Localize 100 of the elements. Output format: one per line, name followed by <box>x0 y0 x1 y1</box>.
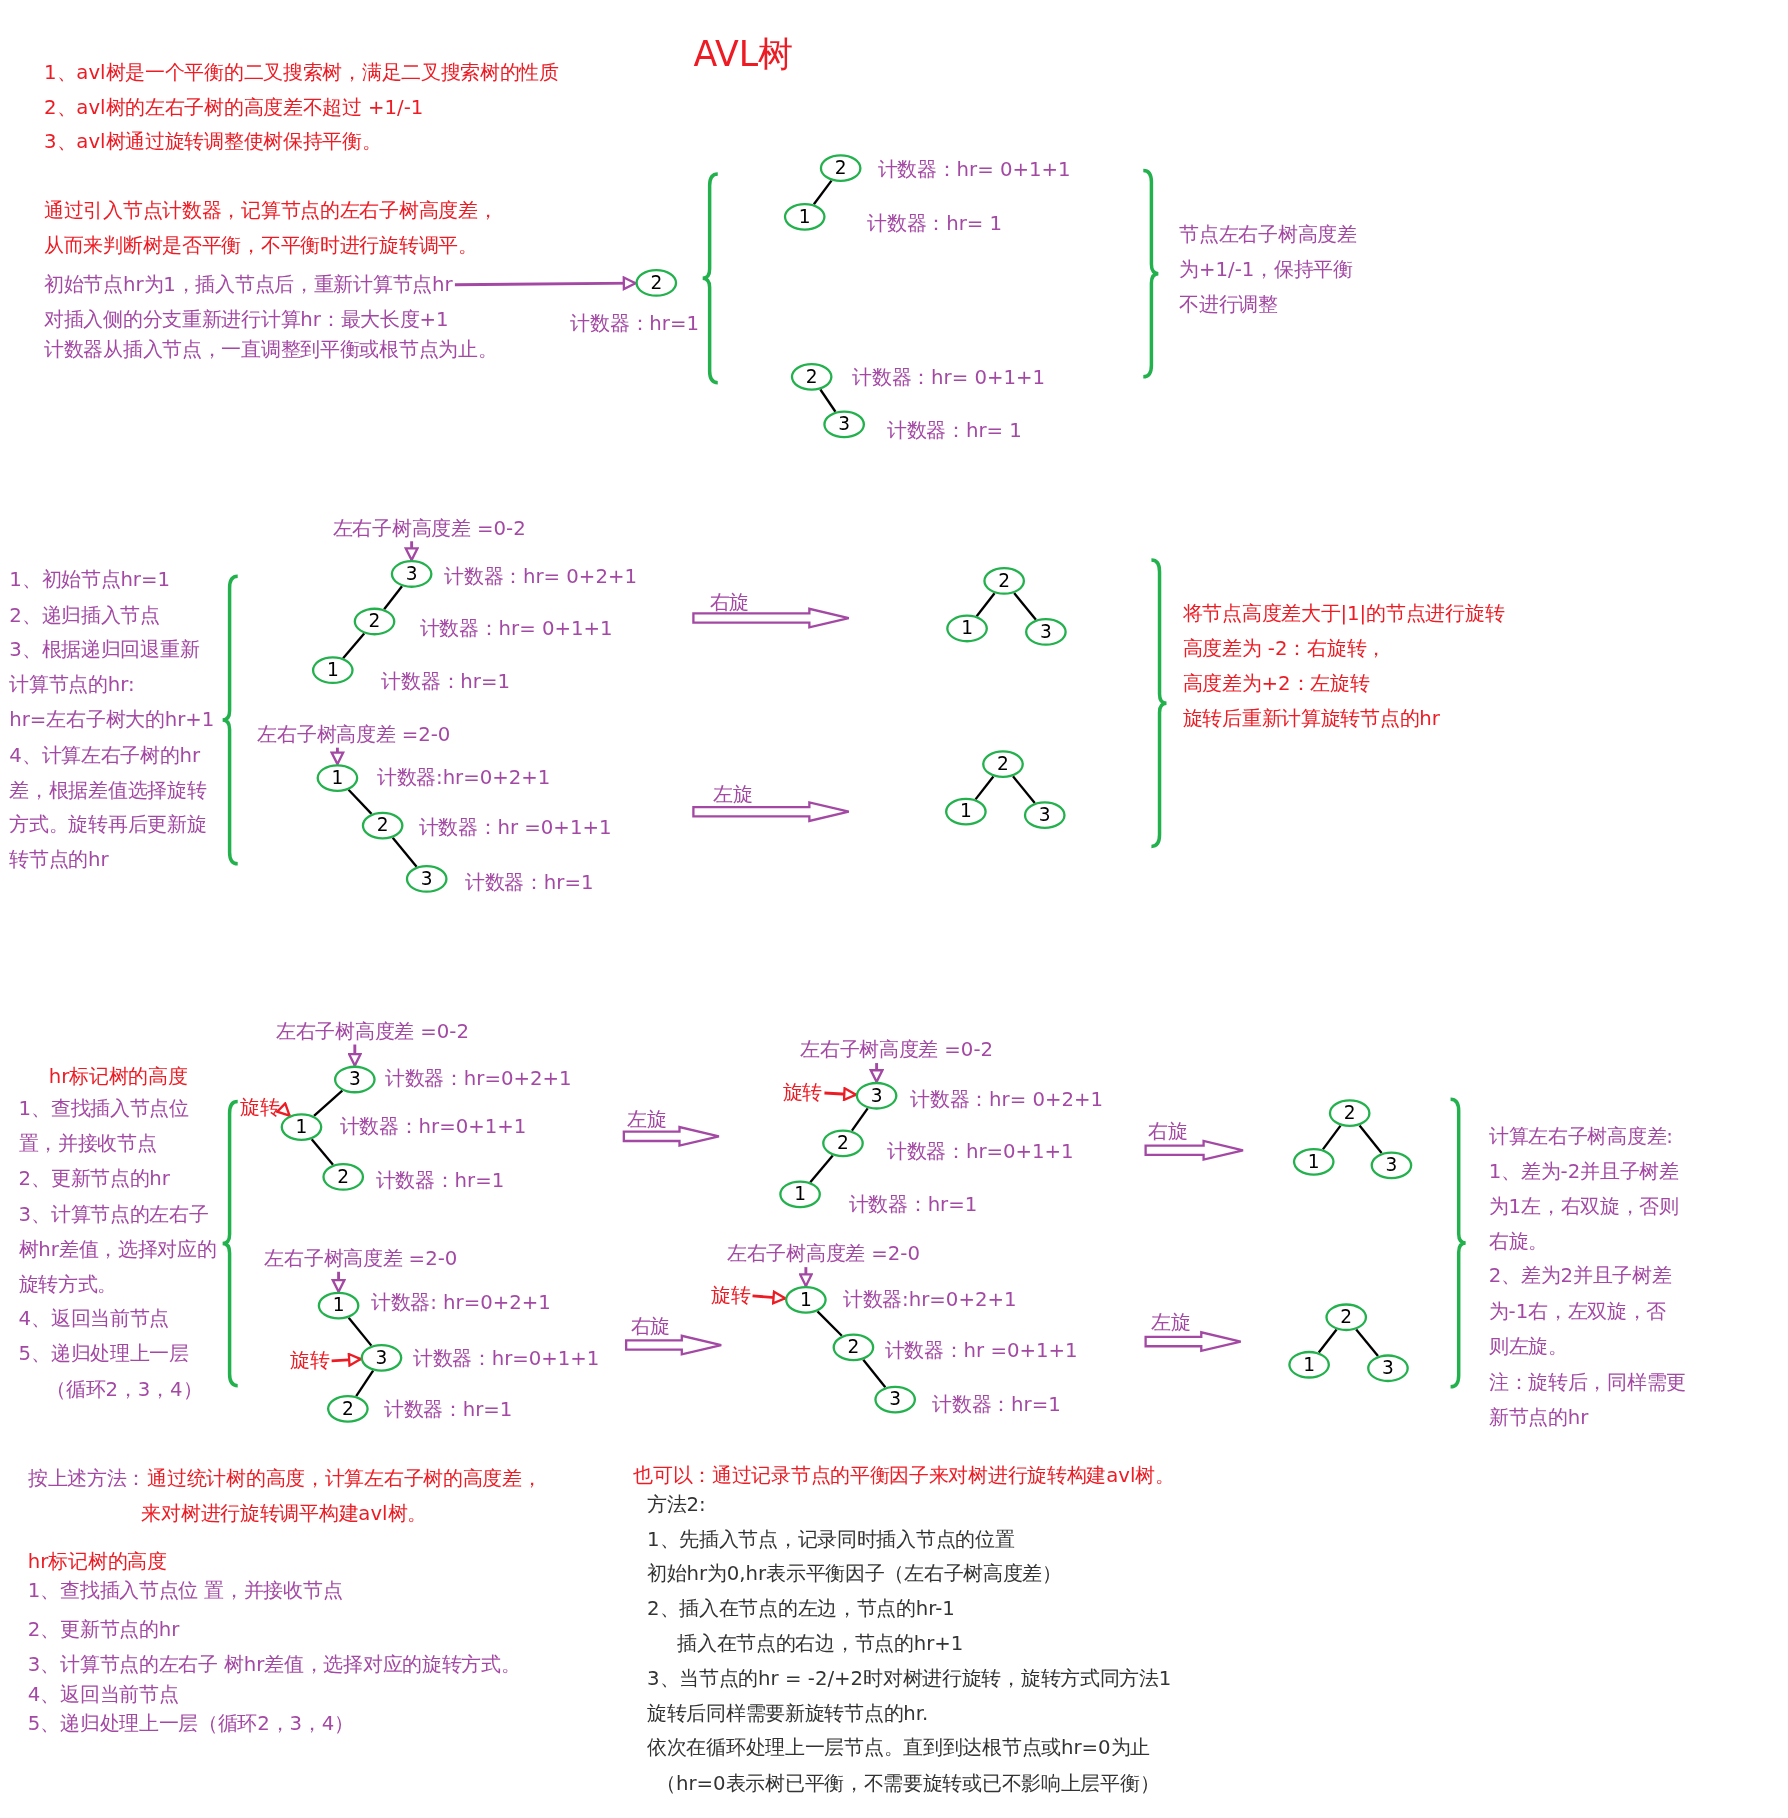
counter-label: 计数器：hr =0+1+1 <box>884 1338 1078 1363</box>
tree-node-circle: 3 <box>390 560 433 588</box>
note-text: 高度差为+2：左旋转 <box>1182 671 1370 696</box>
tree-edge <box>809 1154 834 1183</box>
counter-label: 计数器：hr=1 <box>375 1169 505 1193</box>
tree-edge <box>313 1089 344 1117</box>
tree-node-circle: 3 <box>1370 1151 1413 1180</box>
note-text: 3、根据递归回退重新 <box>9 638 200 662</box>
rotation-label: 右旋 <box>630 1315 671 1340</box>
note-text: 2、递归插入节点 <box>9 603 160 628</box>
note-text: 1、avl树是一个平衡的二叉搜索树，满足二叉搜索树的性质 <box>44 60 559 85</box>
note-text: hr标记树的高度 <box>48 1065 188 1089</box>
arrow <box>331 1352 362 1367</box>
tree-node-circle: 2 <box>982 750 1024 779</box>
tree-node-circle: 1 <box>945 797 987 826</box>
tree-edge <box>850 1107 869 1132</box>
tree-node-circle: 3 <box>1367 1354 1409 1383</box>
counter-label: 计数器:hr=0+2+1 <box>843 1287 1017 1312</box>
note-text: 为-1右，左双旋，否 <box>1488 1300 1667 1324</box>
note-text: 旋转后同样需要新旋转节点的hr. <box>647 1701 929 1726</box>
note-text: 4、返回当前节点 <box>18 1307 170 1331</box>
note-text: 计算左右子树高度差: <box>1488 1125 1673 1149</box>
note-text: 2、avl树的左右子树的高度差不超过 +1/-1 <box>44 95 424 120</box>
tree-edge <box>812 179 833 205</box>
tree-node-circle: 1 <box>311 656 354 685</box>
note-text: 计算节点的hr: <box>9 673 135 697</box>
tree-node-circle: 1 <box>316 764 359 792</box>
counter-label: 计数器：hr =0+1+1 <box>418 815 612 840</box>
tree-node-circle: 2 <box>635 269 678 297</box>
rotation-label: 右旋 <box>1147 1119 1188 1144</box>
tree-node-circle: 2 <box>983 567 1026 595</box>
note-text: 通过统计树的高度，计算左右子树的高度差， <box>147 1467 542 1491</box>
arrow <box>404 541 419 562</box>
note-text: （hr=0表示树已平衡，不需要旋转或已不影响上层平衡） <box>656 1772 1160 1796</box>
note-text: 1、查找插入节点位 <box>18 1097 189 1122</box>
note-text: 则左旋。 <box>1488 1335 1568 1359</box>
tree-node-circle: 3 <box>405 865 448 893</box>
arrow <box>824 1087 857 1101</box>
note-text: 不进行调整 <box>1179 292 1278 317</box>
counter-label: 计数器：hr=1 <box>383 1397 513 1422</box>
tree-node-circle: 1 <box>779 1180 821 1209</box>
note-text: 3、当节点的hr = -2/+2时对树进行旋转，旋转方式同方法1 <box>647 1666 1172 1691</box>
tree-node-circle: 1 <box>946 614 988 643</box>
tree-edge <box>347 788 373 815</box>
note-text: 4、返回当前节点 <box>27 1683 179 1707</box>
note-text: 2、差为2并且子树差 <box>1488 1264 1672 1289</box>
rotate-label: 旋转 <box>289 1349 330 1373</box>
tree-edge <box>391 837 418 868</box>
rotate-label: 旋转 <box>782 1081 823 1105</box>
counter-label: 计数器：hr=1 <box>464 871 594 895</box>
note-text: （循环2，3，4） <box>46 1378 203 1402</box>
tree-node-circle: 3 <box>823 410 865 439</box>
rotation-label: 左旋 <box>627 1107 667 1132</box>
note-text: 为+1/-1，保持平衡 <box>1179 257 1353 282</box>
tree-node-circle: 2 <box>322 1163 365 1191</box>
note-text: 右旋。 <box>1488 1229 1548 1254</box>
counter-label: 计数器：hr=1 <box>848 1192 978 1217</box>
tree-edge <box>1321 1124 1342 1151</box>
title: AVL树 <box>693 34 793 76</box>
note-text: 也可以：通过记录节点的平衡因子来对树进行旋转构建avl树。 <box>633 1463 1175 1488</box>
tree-node-circle: 3 <box>360 1343 403 1372</box>
note-text: 初始节点hr为1，插入节点后，重新计算节点hr <box>44 273 453 297</box>
rotation-label: 右旋 <box>709 590 750 615</box>
counter-label: 计数器：hr=1 <box>570 312 699 337</box>
rotation-label: 左旋 <box>713 783 753 807</box>
note-text: 左右子树高度差 =0-2 <box>332 516 526 541</box>
tree-node-circle: 2 <box>327 1394 369 1423</box>
arrow <box>798 1267 813 1288</box>
counter-label: 计数器：hr= 0+1+1 <box>877 158 1071 182</box>
arrow <box>331 1271 346 1293</box>
tree-edge <box>862 1358 887 1388</box>
note-text: 左右子树高度差 =2-0 <box>727 1242 920 1267</box>
note-text: hr=左右子树大的hr+1 <box>9 707 215 732</box>
arrow <box>330 747 345 766</box>
rotate-label: 旋转 <box>710 1284 751 1308</box>
tree-edge <box>1013 592 1037 621</box>
tree-edge <box>342 632 366 659</box>
tree-node-circle: 1 <box>783 202 826 231</box>
counter-label: 计数器：hr= 0+2+1 <box>444 565 637 589</box>
tree-node-circle: 1 <box>1292 1147 1335 1176</box>
counter-label: 计数器：hr=1 <box>932 1393 1061 1417</box>
note-text: 转节点的hr <box>9 848 109 872</box>
tree-node-circle: 1 <box>317 1291 360 1320</box>
tree-node-circle: 2 <box>1328 1099 1371 1128</box>
note-text: 插入在节点的右边，节点的hr+1 <box>677 1632 964 1656</box>
note-text: 节点左右子树高度差 <box>1179 223 1357 247</box>
note-text: 为1左，右双旋，否则 <box>1488 1194 1679 1219</box>
tree-edge <box>355 1369 375 1397</box>
note-text: 2、插入在节点的左边，节点的hr-1 <box>647 1597 955 1621</box>
arrow <box>276 1102 291 1117</box>
tree-edge <box>975 592 996 617</box>
note-text: 方法2: <box>647 1492 706 1517</box>
note-text: 左右子树高度差 =0-2 <box>800 1038 994 1062</box>
tree-edge <box>816 1310 843 1337</box>
note-text: 从而来判断树是否平衡，不平衡时进行旋转调平。 <box>44 233 478 258</box>
arrow <box>869 1063 884 1083</box>
note-text: 对插入侧的分支重新进行计算hr：最大长度+1 <box>44 307 449 332</box>
note-text: 5、递归处理上一层 <box>18 1342 189 1366</box>
tree-node-circle: 2 <box>832 1333 875 1362</box>
counter-label: 计数器：hr=0+1+1 <box>887 1140 1074 1164</box>
